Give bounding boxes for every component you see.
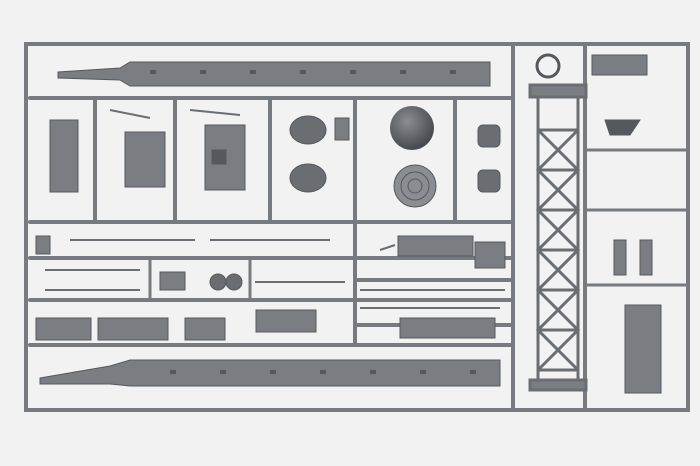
lattice-tower (528, 83, 588, 392)
chassis-rail-bottom (39, 359, 501, 387)
sprue-runners (24, 42, 690, 412)
small-rod-parts (45, 109, 505, 309)
chassis-rail-top (57, 61, 491, 87)
sprue-parts (35, 53, 662, 394)
